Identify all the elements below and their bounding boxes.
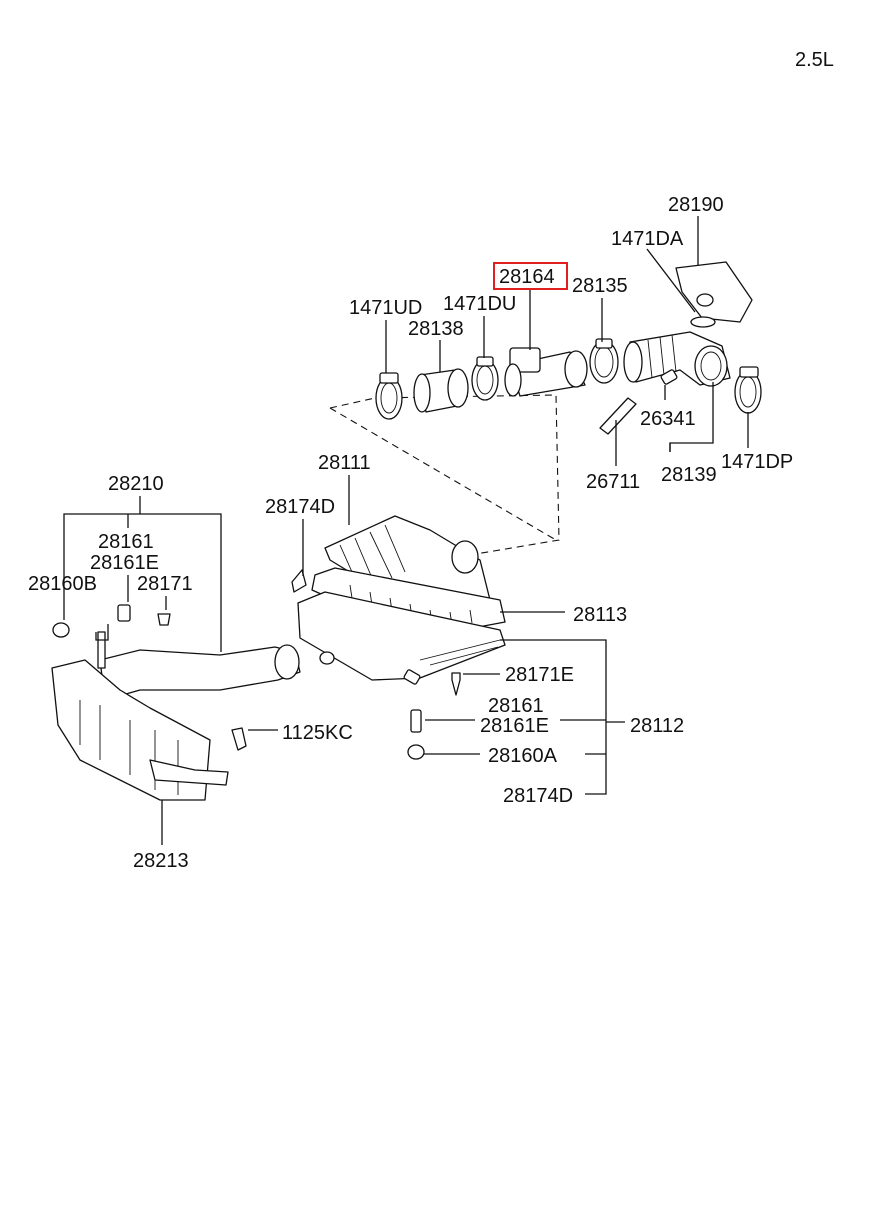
label-28210[interactable]: 28210: [108, 473, 164, 495]
label-28161E-right[interactable]: 28161E: [480, 715, 549, 737]
label-26711[interactable]: 26711: [586, 471, 640, 493]
intake-duct-group: [329, 261, 762, 556]
label-28138[interactable]: 28138: [408, 318, 464, 340]
label-28171[interactable]: 28171: [137, 573, 193, 595]
grommet-28160B: [52, 622, 70, 638]
engine-label: 2.5L: [795, 49, 834, 71]
label-1125KC[interactable]: 1125KC: [282, 722, 353, 744]
label-28161-right[interactable]: 28161: [488, 695, 544, 717]
dashed-guide-line: [329, 394, 560, 556]
label-28135[interactable]: 28135: [572, 275, 628, 297]
clamp-1471DU: [471, 356, 499, 401]
label-28174D-top[interactable]: 28174D: [265, 496, 335, 518]
label-28161E-left[interactable]: 28161E: [90, 552, 159, 574]
resonator-28190: [675, 261, 753, 328]
leader-lines: [63, 216, 749, 845]
label-28139[interactable]: 28139: [661, 464, 717, 486]
label-1471DA[interactable]: 1471DA: [611, 228, 684, 250]
clamp-1471UD: [375, 372, 403, 420]
bolt-1125KC: [231, 727, 247, 751]
hose-28138: [413, 368, 469, 413]
label-1471DP[interactable]: 1471DP: [721, 451, 793, 473]
part-labels: 28190 1471DA 28164 28135 1471UD 1471DU 2…: [28, 194, 793, 872]
label-28213[interactable]: 28213: [133, 850, 189, 872]
label-28160A[interactable]: 28160A: [488, 745, 558, 767]
dashed-guide-diagonal: [329, 407, 557, 541]
air-flow-sensor-28164: [504, 347, 588, 397]
intake-hose-28139: [623, 331, 731, 387]
label-28112[interactable]: 28112: [630, 715, 684, 737]
label-28161-left[interactable]: 28161: [98, 531, 154, 553]
air-duct-28210: [99, 646, 301, 701]
breather-hose-26711: [599, 369, 678, 435]
label-28190[interactable]: 28190: [668, 194, 724, 216]
label-26341[interactable]: 26341: [640, 408, 696, 430]
air-cleaner-group: [291, 515, 506, 760]
lower-left-group: [51, 604, 301, 801]
label-28160B[interactable]: 28160B: [28, 573, 97, 595]
spacer-28161-left: [117, 604, 131, 622]
label-28174D-bottom[interactable]: 28174D: [503, 785, 573, 807]
clamp-1471DP: [734, 366, 762, 414]
highlight-box-28164: [493, 262, 568, 290]
bolt-28171: [157, 613, 171, 626]
clamp-28135: [589, 338, 619, 384]
label-28164[interactable]: 28164: [499, 266, 555, 288]
label-28113[interactable]: 28113: [573, 604, 627, 626]
bracket-28174D: [291, 569, 307, 593]
grommet-28160A: [407, 744, 425, 760]
label-1471UD[interactable]: 1471UD: [349, 297, 422, 319]
air-cleaner-case-28112: [297, 591, 506, 685]
label-28171E[interactable]: 28171E: [505, 664, 574, 686]
bolt-28171E: [451, 672, 461, 696]
spacer-28161-right: [410, 709, 422, 733]
label-1471DU[interactable]: 1471DU: [443, 293, 516, 315]
label-28111[interactable]: 28111: [318, 452, 371, 474]
